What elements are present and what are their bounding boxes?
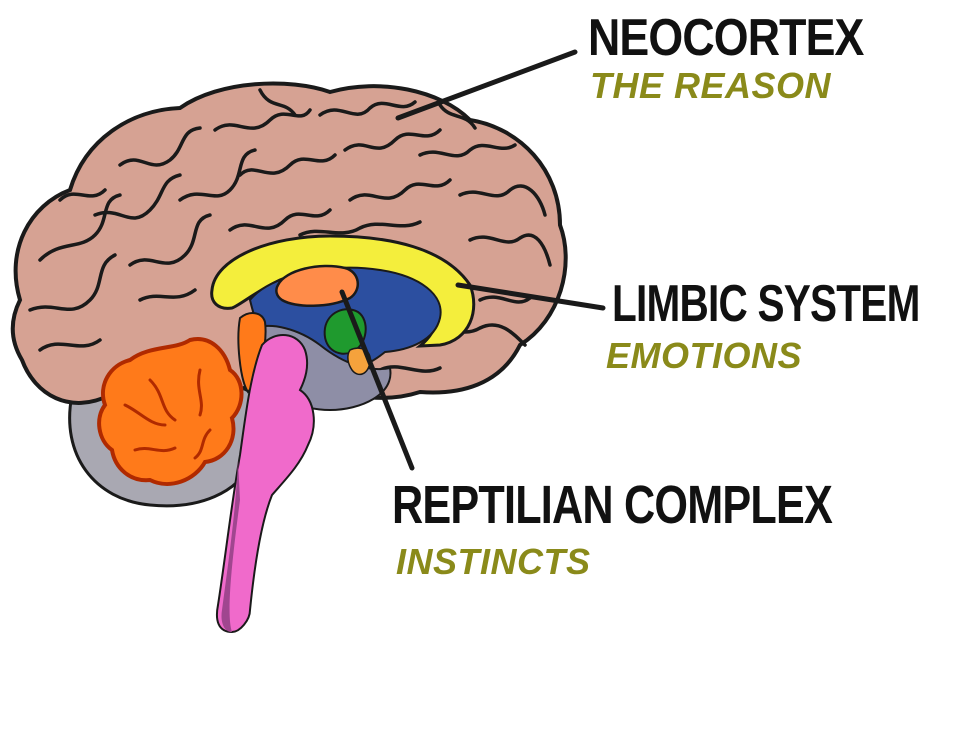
thalamus bbox=[275, 264, 359, 308]
cerebellum-folds bbox=[123, 368, 212, 460]
limbic-arc bbox=[210, 234, 476, 348]
neocortex-leader bbox=[395, 49, 578, 121]
brainstem bbox=[215, 334, 315, 634]
limbic-leader bbox=[455, 282, 606, 311]
reptilian-leader bbox=[339, 289, 415, 471]
neocortex-title: NEOCORTEX bbox=[588, 9, 864, 67]
reptilian-complex-subtitle: INSTINCTS bbox=[396, 541, 591, 582]
brainstem-shadow bbox=[221, 460, 240, 632]
cerebellum bbox=[97, 337, 244, 486]
neocortex-subtitle: THE REASON bbox=[590, 65, 832, 106]
limbic-system-subtitle: EMOTIONS bbox=[606, 335, 803, 376]
limbic-system-title: LIMBIC SYSTEM bbox=[612, 275, 920, 333]
reptilian-complex-title: REPTILIAN COMPLEX bbox=[392, 475, 833, 535]
